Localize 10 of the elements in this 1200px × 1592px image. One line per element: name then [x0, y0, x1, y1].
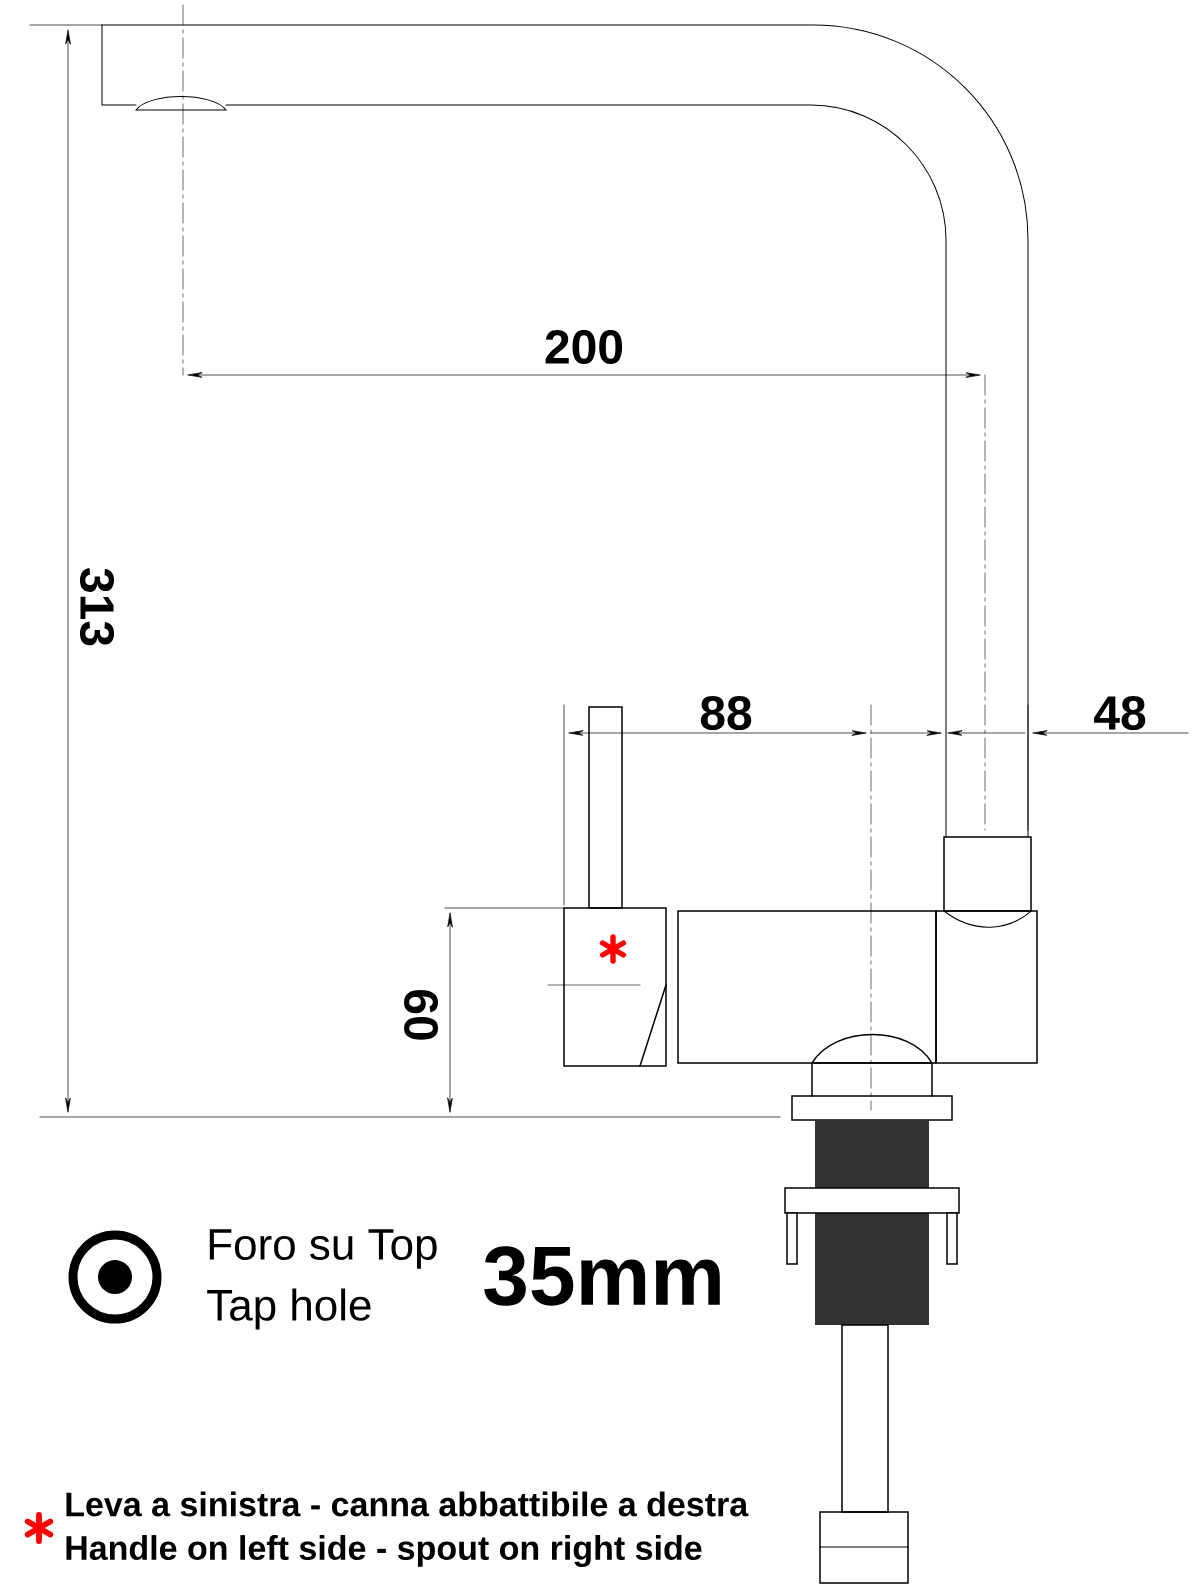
dimension-label: 60 [404, 990, 438, 1040]
dimension-label: 200 [545, 330, 623, 364]
dimension-label: 48 [1094, 696, 1146, 730]
dimension-label: 88 [700, 696, 752, 730]
dimension-label: 313 [80, 568, 115, 646]
caption-text: Foro su Top [209, 1229, 437, 1269]
note-text: Leva a sinistra - canna abbattibile a destra [66, 1491, 749, 1517]
hole-size-label: 35mm [484, 1246, 720, 1306]
caption-text: Tap hole [207, 1288, 371, 1330]
note-text: Handle on left side - spout on right side [66, 1535, 702, 1567]
